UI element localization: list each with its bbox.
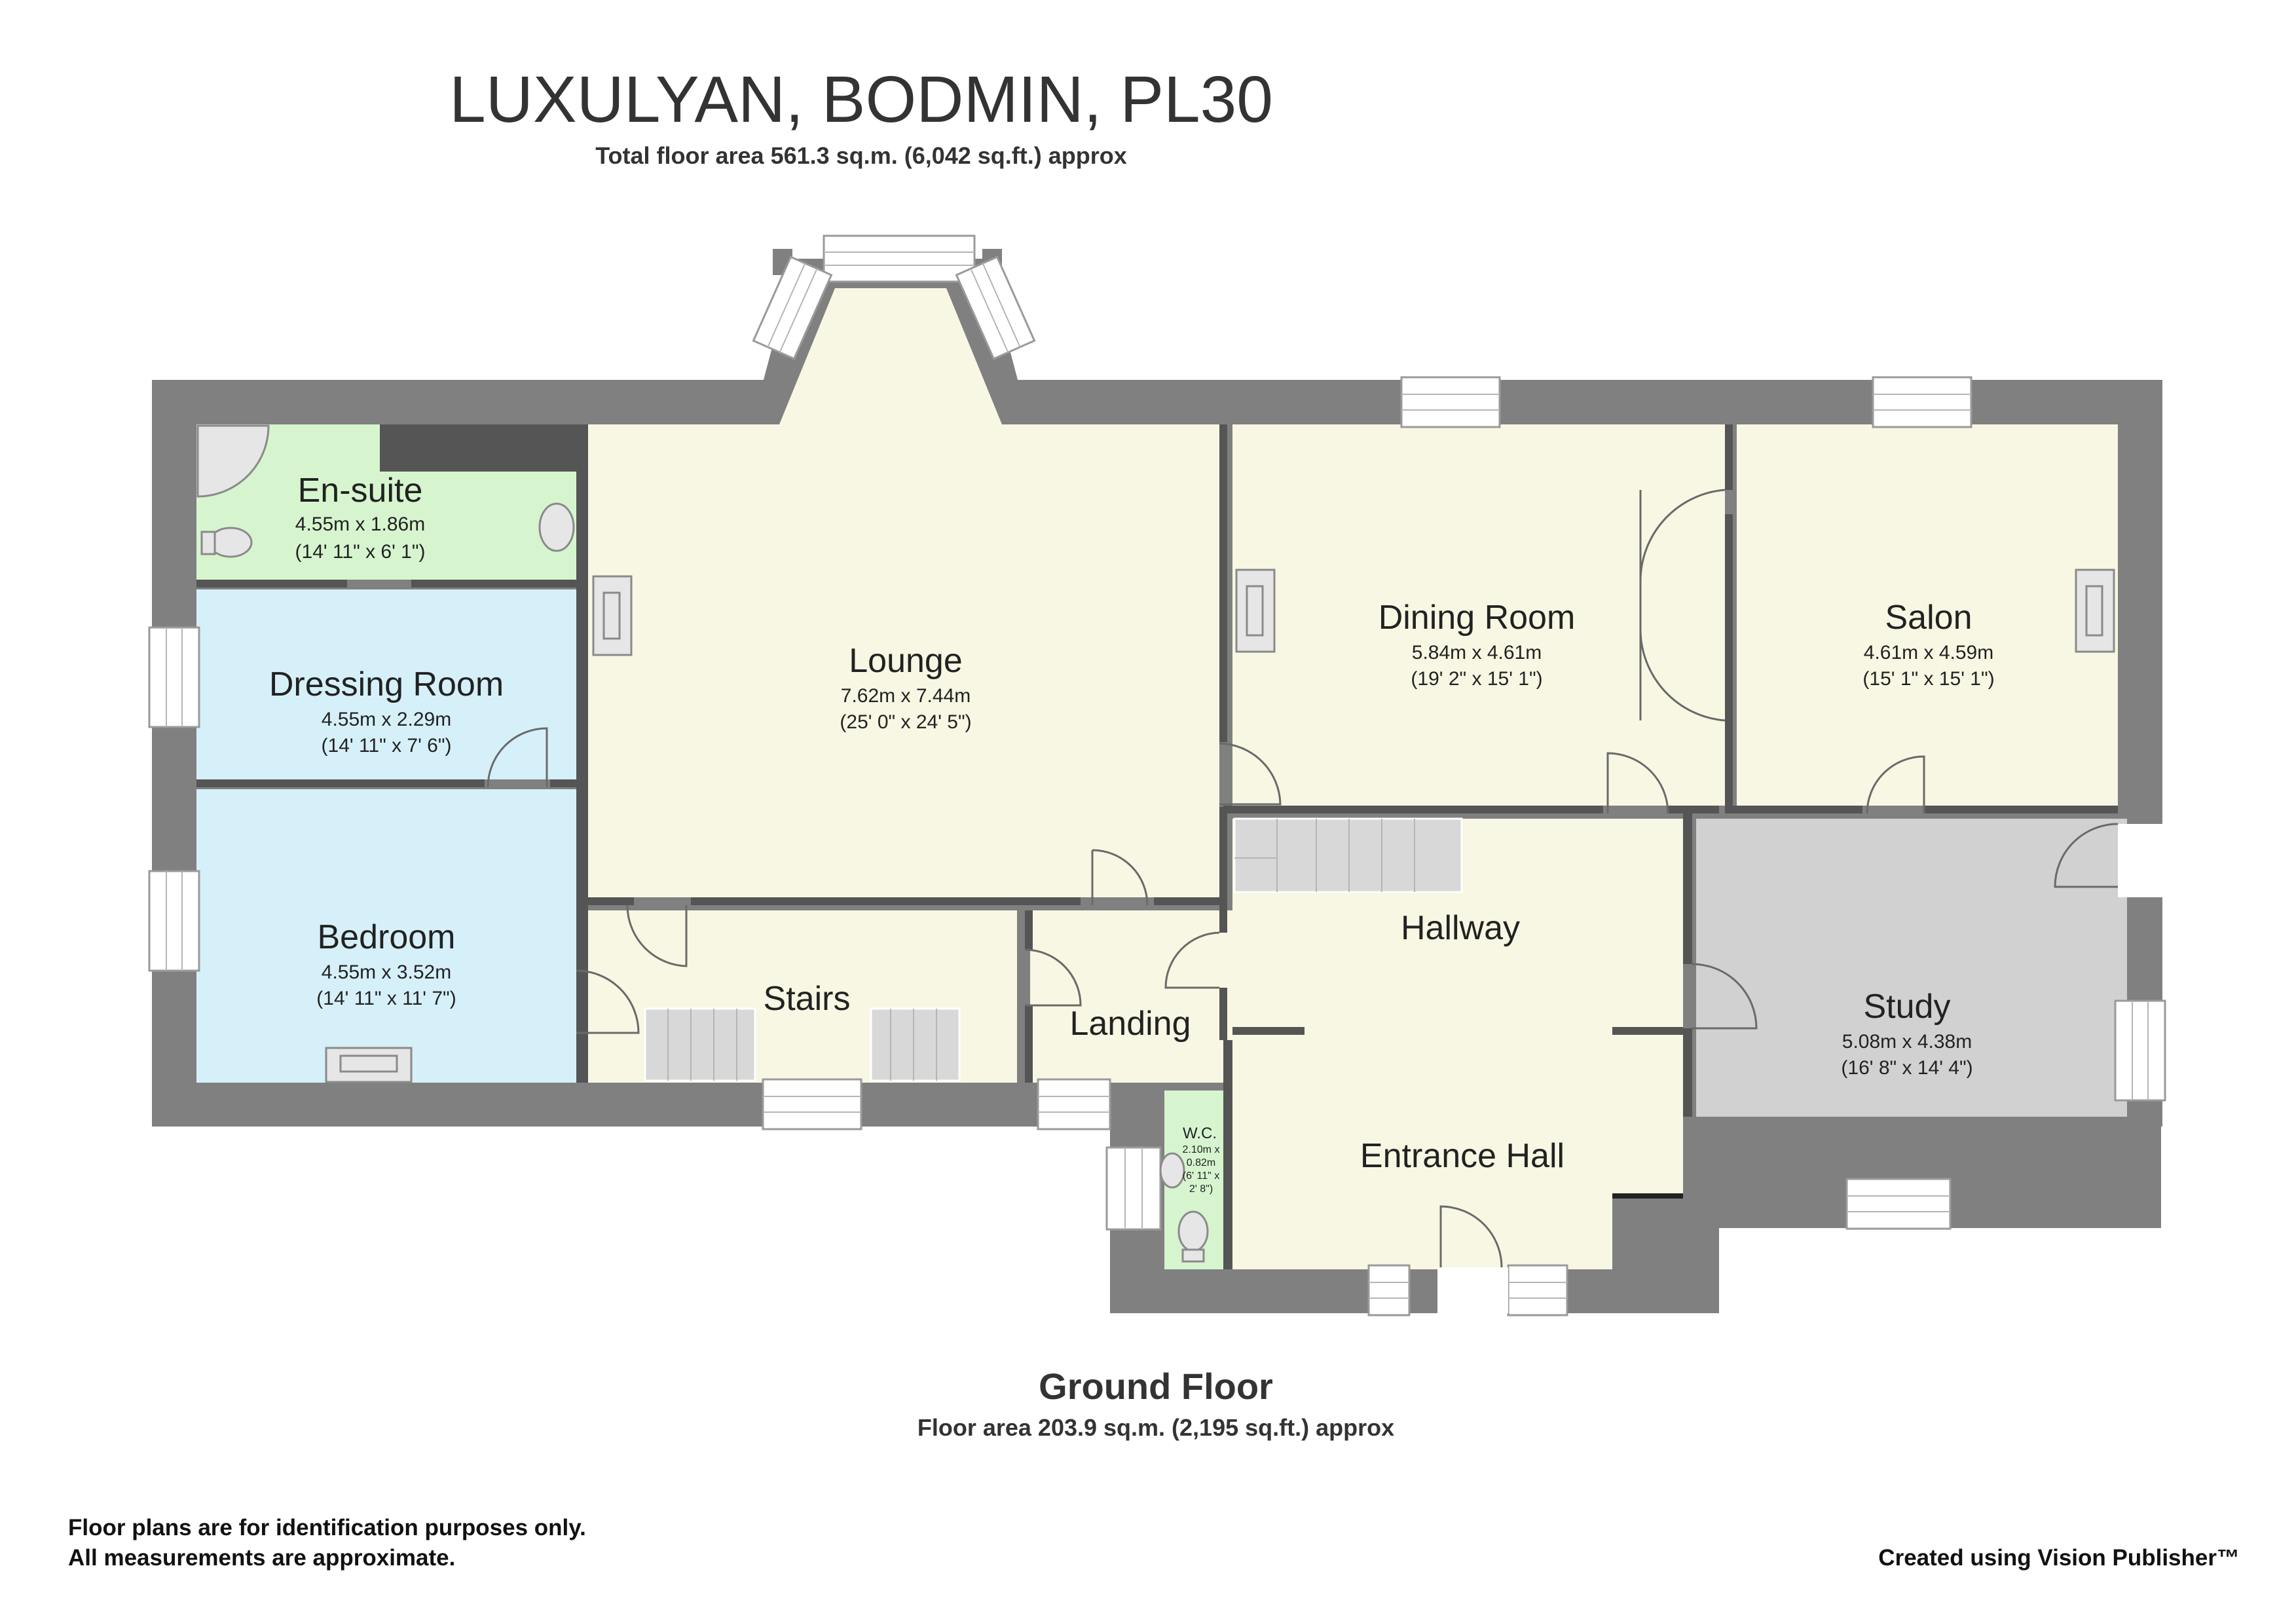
window-landing <box>1037 1078 1111 1130</box>
room-dim-wc-l4: 2' 8") <box>1189 1184 1213 1195</box>
disclaimer-line-2: All measurements are approximate. <box>68 1545 455 1571</box>
window-entrance-left <box>1367 1264 1411 1316</box>
entrance-cupboard <box>1612 1197 1683 1269</box>
bedroom-floor <box>196 789 576 1083</box>
window-salon <box>1872 376 1972 428</box>
room-dim-study-ft: (16' 8" x 14' 4") <box>1841 1057 1972 1079</box>
dressing-floor <box>196 589 576 779</box>
salon-floor <box>1737 424 2118 806</box>
entrance-cupboard-top <box>1612 1193 1683 1199</box>
doors <box>487 489 2119 1268</box>
window-bedroom <box>148 870 200 972</box>
floor-area: Floor area 203.9 sq.m. (2,195 sq.ft.) ap… <box>917 1414 1394 1441</box>
room-name-hallway: Hallway <box>1401 909 1520 947</box>
room-dim-dining-m: 5.84m x 4.61m <box>1412 642 1542 663</box>
shower-icon <box>196 424 270 498</box>
room-dim-dressing-m: 4.55m x 2.29m <box>322 709 451 730</box>
room-dim-wc-l3: (6' 11" x <box>1183 1170 1219 1182</box>
window-dressing <box>148 626 200 728</box>
total-floor-area: Total floor area 561.3 sq.m. (6,042 sq.f… <box>595 142 1127 169</box>
plan-title: LUXULYAN, BODMIN, PL30 <box>449 63 1273 136</box>
room-dim-bedroom-m: 4.55m x 3.52m <box>322 961 451 983</box>
room-name-study: Study <box>1864 988 1951 1026</box>
study-external-door-opening <box>2118 824 2165 897</box>
room-name-dining: Dining Room <box>1379 599 1576 637</box>
basin-wc-icon <box>1159 1152 1185 1189</box>
room-dim-study-m: 5.08m x 4.38m <box>1842 1031 1972 1053</box>
disclaimer-line-1: Floor plans are for identification purpo… <box>68 1515 586 1540</box>
room-dim-dressing-ft: (14' 11" x 7' 6") <box>322 735 452 756</box>
window-study-bottom <box>1845 1178 1952 1230</box>
room-labels: En-suite 4.55m x 1.86m (14' 11" x 6' 1")… <box>269 472 1995 1195</box>
room-dim-wc-l2: 0.82m <box>1187 1157 1215 1168</box>
study-floor <box>1696 819 2118 1117</box>
lounge-floor <box>588 288 1219 897</box>
room-dim-wc-l1: 2.10m x <box>1183 1144 1220 1155</box>
room-name-lounge: Lounge <box>849 642 963 680</box>
room-dim-salon-m: 4.61m x 4.59m <box>1864 642 1993 663</box>
fixtures <box>196 424 2115 1263</box>
landing-floor <box>1030 910 1219 1083</box>
room-dim-lounge-ft: (25' 0" x 24' 5") <box>840 711 971 733</box>
window-entrance-right <box>1507 1264 1568 1316</box>
basin-ensuite-icon <box>538 502 575 552</box>
entrance-floor <box>1232 1040 1683 1269</box>
room-floors <box>196 288 2127 1269</box>
room-name-wc: W.C. <box>1183 1125 1217 1142</box>
window-bay-right <box>955 255 1036 360</box>
room-dim-dining-ft: (19' 2" x 15' 1") <box>1411 668 1542 690</box>
room-dim-bedroom-ft: (14' 11" x 11' 7") <box>316 988 456 1009</box>
room-dim-lounge-m: 7.62m x 7.44m <box>841 685 971 707</box>
room-name-stairs: Stairs <box>764 980 851 1018</box>
internal-walls <box>196 424 2118 1269</box>
window-dining <box>1400 376 1501 428</box>
dining-floor <box>1232 424 1725 806</box>
window-bay-top <box>823 234 976 283</box>
toilet-wc-icon <box>1177 1210 1209 1252</box>
front-door-opening <box>1437 1267 1508 1313</box>
room-name-bedroom: Bedroom <box>318 918 456 956</box>
floor-name: Ground Floor <box>1039 1366 1273 1407</box>
room-dim-ensuite-ft: (14' 11" x 6' 1") <box>295 541 426 563</box>
room-name-dressing: Dressing Room <box>269 665 504 703</box>
room-name-salon: Salon <box>1885 599 1972 637</box>
window-stairs <box>762 1078 862 1130</box>
windows <box>148 234 2166 1316</box>
ensuite-cupboard <box>380 424 576 472</box>
room-name-entrance: Entrance Hall <box>1360 1137 1565 1175</box>
room-dim-salon-ft: (15' 1" x 15' 1") <box>1862 668 1994 690</box>
room-name-landing: Landing <box>1069 1005 1191 1043</box>
window-study-right <box>2114 999 2166 1102</box>
room-name-ensuite: En-suite <box>298 472 423 510</box>
software-credit: Created using Vision Publisher™ <box>1878 1545 2240 1571</box>
window-wc <box>1105 1146 1162 1231</box>
staircases <box>644 817 1463 1082</box>
window-bay-left <box>752 255 833 360</box>
room-dim-ensuite-m: 4.55m x 1.86m <box>295 513 425 535</box>
toilet-ensuite-icon <box>208 527 253 558</box>
